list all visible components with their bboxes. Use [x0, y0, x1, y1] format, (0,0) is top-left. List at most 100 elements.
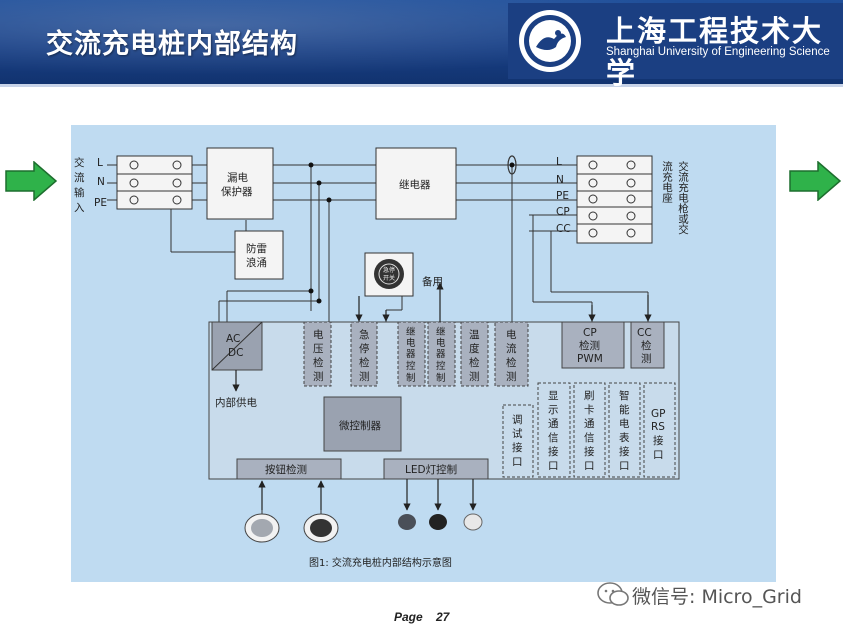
svg-text:口: 口: [584, 460, 595, 472]
svg-text:交: 交: [74, 156, 85, 169]
svg-text:能: 能: [619, 403, 630, 416]
interface-display: 显示 通信 接口: [537, 382, 571, 478]
input-line-l: L: [97, 157, 103, 169]
svg-text:温: 温: [469, 329, 480, 341]
svg-text:输: 输: [74, 186, 85, 199]
university-name-en: Shanghai University of Engineering Scien…: [606, 46, 830, 58]
svg-text:刷: 刷: [584, 389, 595, 402]
svg-text:示: 示: [548, 404, 559, 416]
svg-text:CP: CP: [583, 327, 597, 339]
input-line-pe: PE: [94, 197, 107, 209]
svg-text:调: 调: [512, 414, 523, 426]
svg-text:测: 测: [506, 370, 517, 383]
svg-text:制: 制: [436, 372, 446, 384]
svg-text:测: 测: [359, 370, 370, 383]
led-control-label: LED灯控制: [405, 463, 457, 476]
surge-protector-block: [234, 230, 284, 280]
svg-text:接: 接: [584, 445, 595, 458]
page-number: 27: [436, 610, 450, 624]
svg-text:流: 流: [506, 342, 517, 355]
svg-text:器: 器: [436, 349, 446, 360]
interface-smart-meter: 智能 电表 接口: [608, 382, 641, 478]
svg-text:试: 试: [512, 428, 523, 440]
ac-input-label: 交 流 输 入: [74, 156, 85, 214]
svg-text:接: 接: [512, 441, 523, 454]
mcu-block: [323, 396, 402, 452]
input-terminal-block: [116, 155, 193, 210]
svg-text:通: 通: [548, 418, 559, 430]
charger-structure-diagram: 交 流 输 入 L N PE: [74, 147, 689, 569]
header-divider: [0, 84, 843, 87]
university-emblem-icon: [519, 10, 581, 72]
diagram-caption: 图1: 交流充电桩内部结构示意图: [309, 556, 452, 569]
wire-junctions: [308, 162, 515, 304]
relay-block: [375, 147, 457, 220]
page-title: 交流充电桩内部结构: [46, 29, 298, 60]
detect-block-relay-control-2: 继电 器控 制: [427, 321, 456, 387]
page-label: Page: [394, 610, 423, 624]
button-detect-block: [236, 458, 342, 480]
svg-text:急: 急: [359, 328, 370, 341]
wechat-icon: [597, 582, 629, 606]
output-line-cp: CP: [556, 206, 570, 218]
svg-text:测: 测: [469, 370, 480, 383]
led-indicator-icon: [463, 513, 483, 531]
right-arrow-icon: [789, 161, 842, 201]
svg-text:电: 电: [406, 337, 416, 349]
detect-block-estop: 急停 检测: [350, 321, 378, 387]
svg-text:器: 器: [406, 349, 416, 360]
svg-text:口: 口: [548, 460, 559, 472]
output-terminal-block: [576, 155, 653, 244]
svg-text:检: 检: [506, 356, 517, 369]
estop-label-1: 急停: [383, 266, 395, 274]
svg-text:GP: GP: [651, 408, 665, 420]
svg-text:度: 度: [469, 342, 480, 355]
svg-text:测: 测: [313, 370, 324, 383]
svg-text:CC: CC: [637, 327, 652, 339]
output-line-l: L: [556, 156, 562, 168]
svg-text:表: 表: [619, 431, 630, 444]
svg-text:PWM: PWM: [577, 353, 603, 365]
svg-text:通: 通: [584, 418, 595, 430]
svg-text:电: 电: [619, 417, 630, 430]
svg-text:检测: 检测: [579, 339, 600, 352]
estop-switch-icon: [374, 259, 404, 289]
svg-text:接: 接: [548, 445, 559, 458]
university-logo-box: [508, 3, 843, 79]
relay-label: 继电器: [399, 178, 431, 191]
svg-text:信: 信: [548, 432, 559, 444]
svg-text:口: 口: [653, 449, 664, 461]
svg-text:测: 测: [641, 352, 652, 365]
svg-text:检: 检: [359, 356, 370, 369]
leakage-breaker-block: [206, 147, 274, 220]
internal-power-label: 内部供电: [215, 396, 257, 409]
svg-text:入: 入: [74, 202, 85, 214]
surge-label-2: 浪涌: [246, 256, 267, 269]
interface-debug: 调试 接口: [502, 404, 534, 478]
acdc-label-ac: AC: [226, 333, 240, 345]
svg-text:控: 控: [406, 360, 416, 372]
svg-text:接: 接: [653, 434, 664, 447]
svg-text:卡: 卡: [584, 403, 595, 416]
led-control-block: [383, 458, 489, 480]
mcu-label: 微控制器: [339, 419, 381, 432]
svg-text:检: 检: [469, 356, 480, 369]
detect-block-relay-control-1: 继电 器控 制: [397, 321, 426, 387]
svg-text:继: 继: [436, 326, 446, 338]
estop-label-2: 开关: [383, 274, 395, 282]
cc-detect-block: CC 检 测: [630, 321, 665, 369]
output-line-pe: PE: [556, 190, 569, 202]
output-line-cc: CC: [556, 223, 571, 235]
svg-text:电: 电: [506, 328, 517, 341]
interface-card-reader: 刷卡 通信 接口: [573, 382, 606, 478]
svg-text:RS: RS: [651, 421, 665, 433]
svg-text:控: 控: [436, 360, 446, 372]
socket-label: 交流充电枪或交流充电座: [661, 161, 689, 235]
surge-label-1: 防雷: [246, 242, 267, 255]
detect-block-temperature: 温度 检测: [460, 321, 489, 387]
svg-text:口: 口: [619, 460, 630, 472]
input-line-n: N: [97, 176, 105, 188]
push-button-icon: [244, 513, 280, 543]
leakage-breaker-label-2: 保护器: [221, 185, 253, 198]
